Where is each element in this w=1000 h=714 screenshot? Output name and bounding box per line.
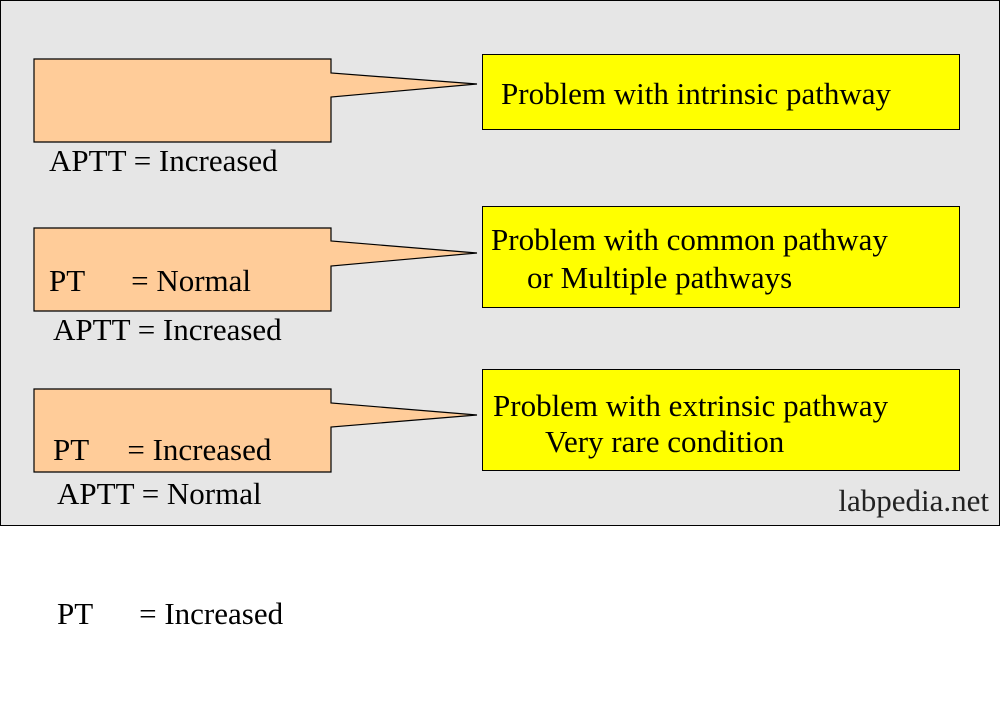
- condition-2: APTT = Increased PT = Increased: [53, 230, 282, 550]
- condition-2-line-2: PT = Increased: [53, 432, 272, 467]
- result-2-line-2: or Multiple pathways: [527, 260, 793, 295]
- condition-3: APTT = Normal PT = Increased: [57, 394, 283, 714]
- result-1: Problem with intrinsic pathway: [482, 54, 960, 130]
- diagram-page: APTT = Increased PT = Normal Problem wit…: [0, 0, 1000, 631]
- condition-1-line-2: PT = Normal: [49, 263, 252, 298]
- condition-3-line-1: APTT = Normal: [57, 476, 262, 511]
- result-1-line-1: Problem with intrinsic pathway: [501, 76, 892, 111]
- callout-2: [33, 227, 478, 312]
- callout-shapes: [33, 58, 478, 473]
- result-3-line-1: Problem with extrinsic pathway: [493, 388, 889, 423]
- result-3: Problem with extrinsic pathway Very rare…: [482, 369, 960, 471]
- site-watermark: labpedia.net: [838, 483, 989, 518]
- condition-1-line-1: APTT = Increased: [49, 143, 278, 178]
- callout-1: [33, 58, 478, 143]
- condition-2-line-1: APTT = Increased: [53, 312, 282, 347]
- result-2: Problem with common pathway or Multiple …: [482, 206, 960, 308]
- callout-3: [33, 388, 478, 473]
- result-2-line-1: Problem with common pathway: [491, 222, 888, 257]
- result-3-line-2: Very rare condition: [545, 424, 785, 459]
- condition-3-line-2: PT = Increased: [57, 596, 284, 631]
- condition-1: APTT = Increased PT = Normal: [49, 61, 278, 381]
